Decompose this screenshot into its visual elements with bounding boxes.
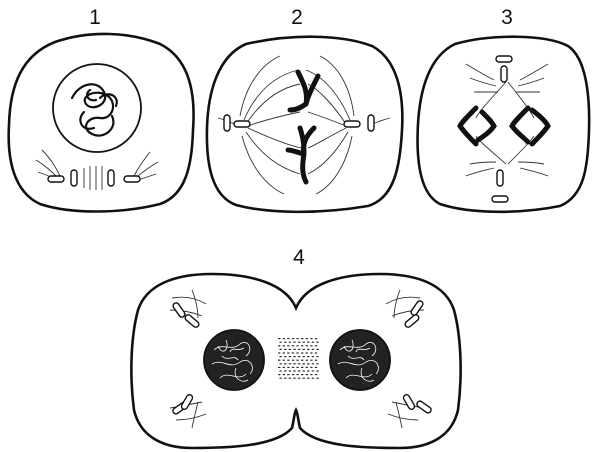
cell-label-4: 4 <box>293 246 305 269</box>
cell-3: 3 <box>418 6 590 212</box>
cell-membrane <box>131 274 460 448</box>
cell-2: 2 <box>207 6 402 212</box>
cell-1: 1 <box>9 6 194 212</box>
nucleus <box>53 64 141 152</box>
cell-membrane <box>418 37 590 212</box>
cell-label-2: 2 <box>291 6 303 29</box>
nucleus-left <box>204 330 264 390</box>
cell-4: 4 <box>131 246 460 448</box>
cell-label-3: 3 <box>501 6 513 29</box>
nucleus-right <box>330 330 390 390</box>
cell-label-1: 1 <box>89 6 101 29</box>
